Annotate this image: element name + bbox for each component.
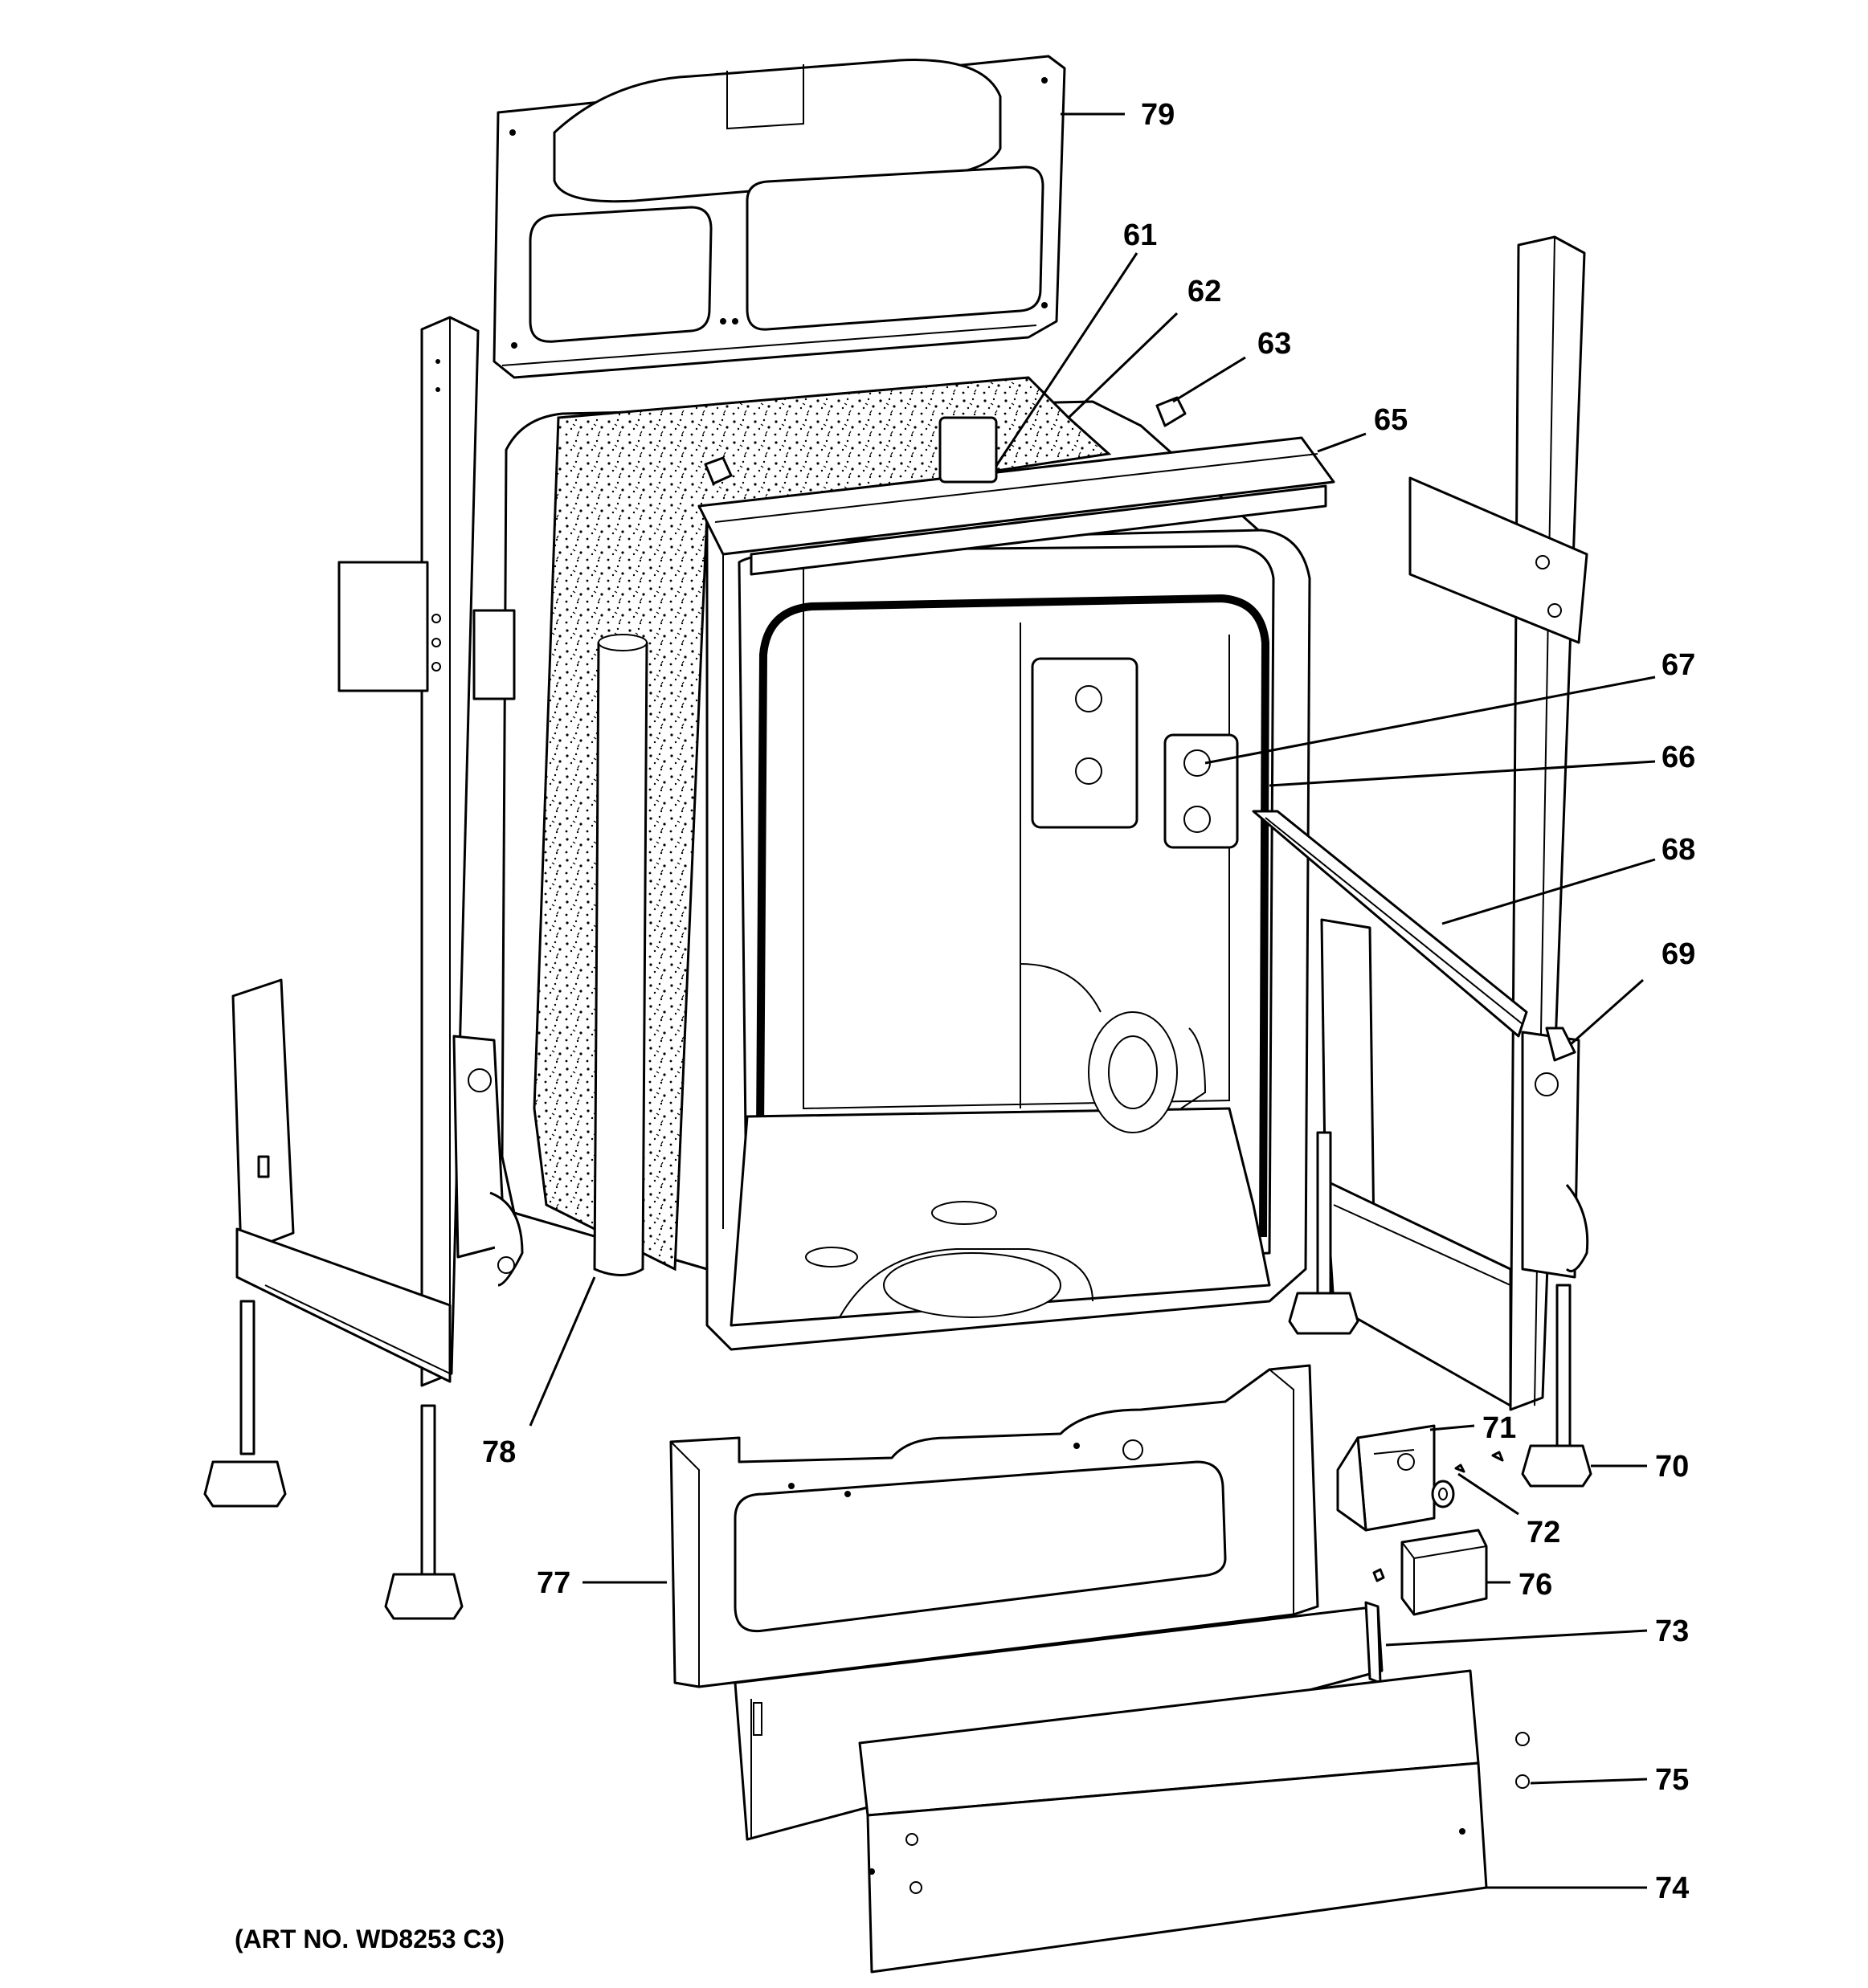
leveling-leg-middle — [1288, 1131, 1359, 1335]
screw-part-75 — [1515, 1732, 1530, 1789]
bracket-part-71 — [1336, 1424, 1436, 1532]
callout-66: 66 — [1662, 741, 1695, 774]
callout-68: 68 — [1662, 833, 1695, 867]
left-side-rail — [337, 316, 524, 1387]
clip-part-63 — [704, 396, 1187, 485]
tub-assembly — [501, 376, 1311, 1351]
callout-71: 71 — [1482, 1411, 1516, 1445]
callout-61: 61 — [1123, 218, 1157, 252]
drain-tube-part-78 — [593, 634, 648, 1276]
callout-74: 74 — [1655, 1872, 1689, 1905]
callout-77: 77 — [537, 1566, 570, 1600]
callout-65: 65 — [1374, 403, 1408, 437]
callout-72: 72 — [1527, 1516, 1560, 1549]
top-panel-part-79 — [493, 55, 1066, 379]
art-number-caption: (ART NO. WD8253 C3) — [235, 1925, 505, 1953]
leveling-leg-part-70 — [1521, 1284, 1592, 1488]
rail-part-68 — [1252, 810, 1528, 1038]
switch-knob-part-72 — [1431, 1451, 1504, 1508]
callout-63: 63 — [1257, 327, 1291, 361]
top-rail-part-65 — [697, 416, 1335, 576]
callout-73: 73 — [1655, 1614, 1689, 1648]
callout-79: 79 — [1141, 98, 1175, 132]
callout-78: 78 — [482, 1435, 516, 1469]
module-part-76 — [1372, 1529, 1488, 1616]
leader-lines — [529, 112, 1656, 1889]
base-panel-part-77 — [669, 1364, 1319, 1688]
leveling-leg-front-left — [203, 1300, 287, 1508]
right-door-frame — [1320, 918, 1512, 1407]
callout-62: 62 — [1187, 275, 1221, 308]
callout-76: 76 — [1519, 1568, 1552, 1602]
callout-labels: 79 61 62 63 65 67 66 68 69 70 71 72 73 7… — [482, 98, 1695, 1905]
leveling-leg-back-left — [384, 1404, 464, 1620]
callout-67: 67 — [1662, 648, 1695, 682]
right-side-rail — [1408, 235, 1589, 1411]
callout-75: 75 — [1655, 1763, 1689, 1797]
kick-plate-part-74 — [858, 1669, 1488, 1974]
left-base-channel — [231, 978, 452, 1383]
callout-70: 70 — [1655, 1450, 1689, 1484]
callout-69: 69 — [1662, 937, 1695, 971]
